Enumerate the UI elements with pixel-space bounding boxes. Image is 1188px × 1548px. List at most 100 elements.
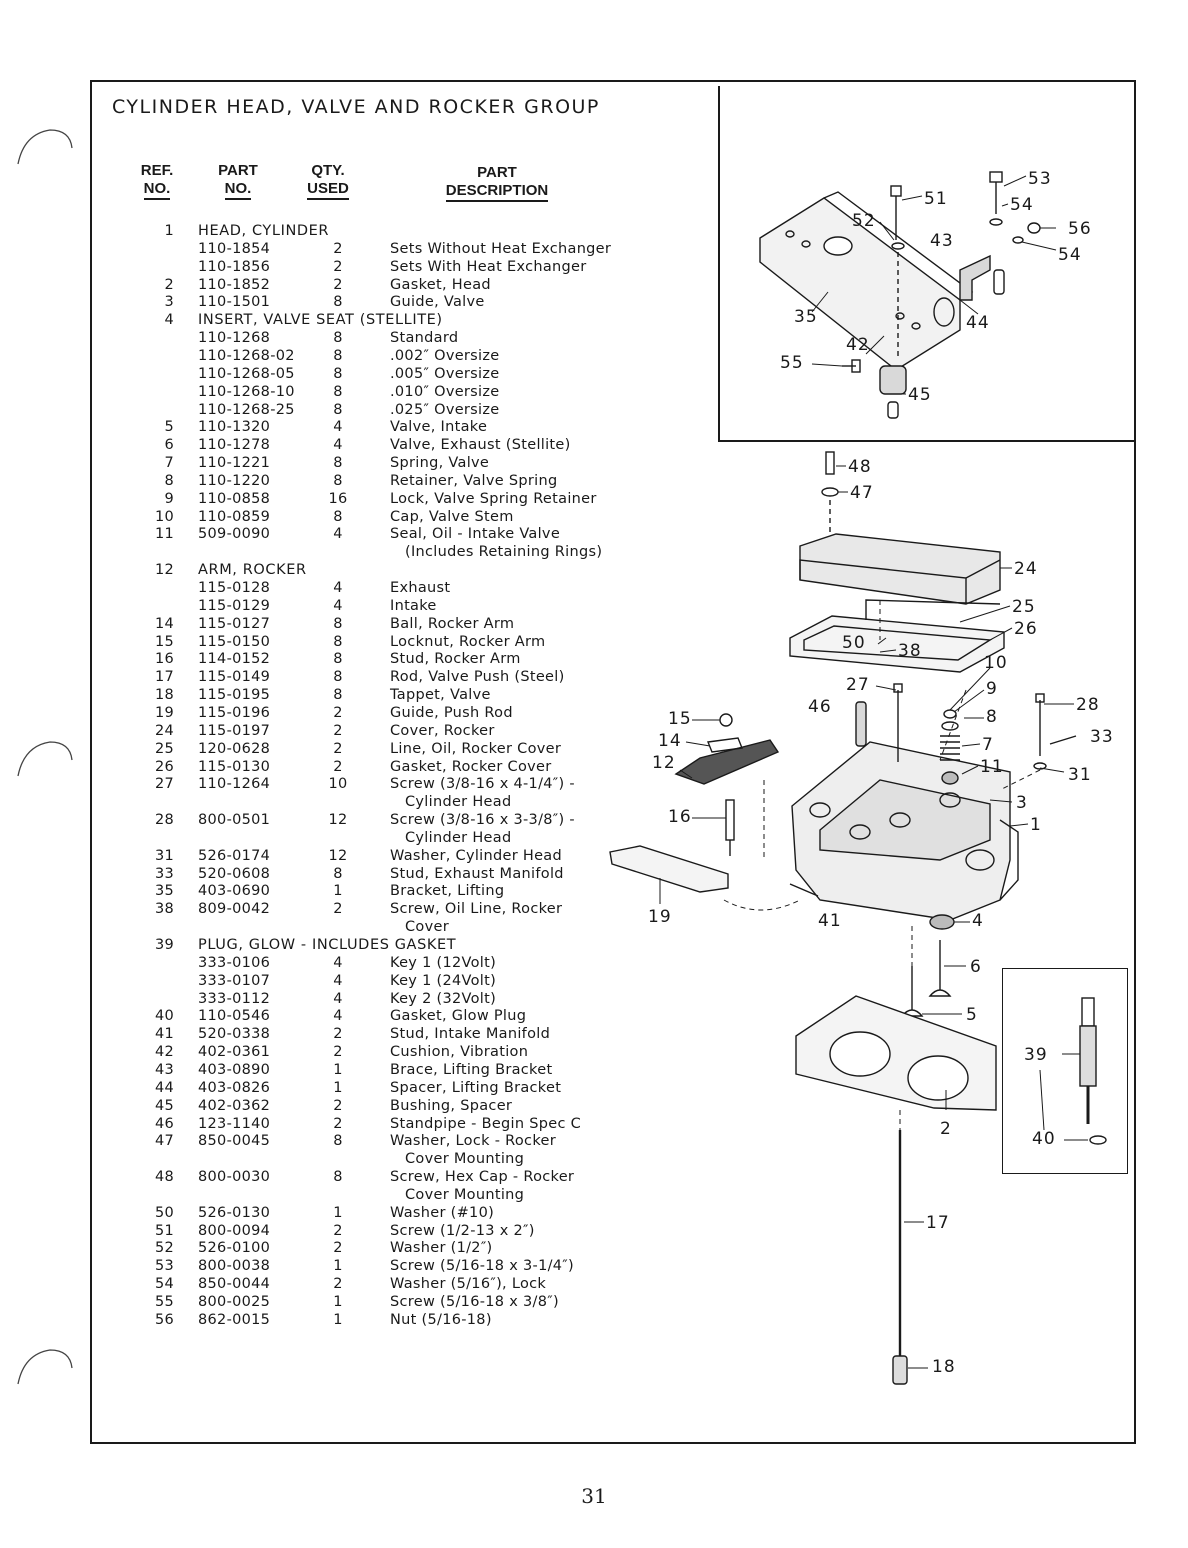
quantity-used: 8 <box>333 347 343 364</box>
ref-number: 42 <box>154 1044 174 1061</box>
part-number: 110-1220 <box>198 472 271 489</box>
callout-10: 10 <box>984 653 1008 673</box>
quantity-used: 8 <box>333 865 343 882</box>
part-description: Bracket, Lifting <box>390 883 505 900</box>
part-description: Rod, Valve Push (Steel) <box>390 669 565 686</box>
part-number: 115-0128 <box>198 580 271 596</box>
ref-number: 44 <box>154 1079 174 1096</box>
part-description: Washer (5/16″), Lock <box>390 1276 547 1293</box>
callout-27: 27 <box>846 675 870 695</box>
part-number: 800-0025 <box>198 1294 271 1310</box>
part-description: Screw (5/16-18 x 3-1/4″) <box>390 1258 574 1275</box>
quantity-used: 1 <box>333 883 343 900</box>
part-description: Guide, Valve <box>390 294 485 311</box>
quantity-used: 2 <box>333 1276 343 1293</box>
ref-number: 19 <box>154 704 174 721</box>
part-number: 110-0858 <box>198 490 271 507</box>
part-number: 520-0608 <box>198 865 271 882</box>
callout-40: 40 <box>1032 1129 1056 1149</box>
callout-18: 18 <box>932 1357 956 1377</box>
quantity-used: 8 <box>333 365 343 382</box>
part-number: 800-0094 <box>198 1222 271 1239</box>
ref-number: 7 <box>164 455 174 472</box>
quantity-used: 8 <box>333 615 343 632</box>
quantity-used: 2 <box>333 1044 343 1061</box>
ref-number: 31 <box>154 847 174 864</box>
part-description: Sets With Heat Exchanger <box>390 258 587 275</box>
callout-5: 5 <box>966 1005 978 1025</box>
part-description: Tappet, Valve <box>390 687 491 704</box>
quantity-used: 10 <box>328 776 348 793</box>
callout-35: 35 <box>794 307 818 327</box>
callout-9: 9 <box>986 679 998 699</box>
quantity-used: 4 <box>333 437 343 454</box>
quantity-used: 2 <box>333 1222 343 1239</box>
quantity-used: 8 <box>333 330 343 347</box>
ref-number: 8 <box>164 472 174 489</box>
part-description: Gasket, Head <box>390 276 491 293</box>
callout-3: 3 <box>1016 793 1028 813</box>
part-description: Bushing, Spacer <box>390 1097 513 1114</box>
callout-54: 54 <box>1058 245 1082 265</box>
ref-number: 15 <box>154 633 174 650</box>
part-number: 123-1140 <box>198 1115 271 1132</box>
callout-52: 52 <box>852 211 876 231</box>
part-description: Screw (5/16-18 x 3/8″) <box>390 1294 559 1310</box>
quantity-used: 8 <box>333 508 343 525</box>
ref-number: 55 <box>154 1294 174 1310</box>
part-description: Valve, Exhaust (Stellite) <box>390 437 571 454</box>
ref-number: 50 <box>154 1204 174 1221</box>
callout-44: 44 <box>966 313 990 333</box>
part-description: Gasket, Rocker Cover <box>390 758 552 775</box>
callout-19: 19 <box>648 907 672 927</box>
part-number: 333-0106 <box>198 954 271 971</box>
part-description: Cover <box>405 919 449 936</box>
callout-43: 43 <box>930 231 954 251</box>
ref-number: 12 <box>154 562 174 579</box>
part-description: Stud, Rocker Arm <box>390 651 521 668</box>
ref-number: 6 <box>164 437 174 454</box>
callout-28: 28 <box>1076 695 1100 715</box>
quantity-used: 8 <box>333 669 343 686</box>
header-ref-no: REF.NO. <box>132 162 182 200</box>
part-description: .010″ Oversize <box>390 383 500 400</box>
part-number: 110-1278 <box>198 437 271 454</box>
callout-50: 50 <box>842 633 866 653</box>
quantity-used: 8 <box>333 294 343 311</box>
part-number: 333-0112 <box>198 990 271 1007</box>
part-number: 110-1856 <box>198 258 271 275</box>
part-number: 862-0015 <box>198 1311 271 1328</box>
part-description: Locknut, Rocker Arm <box>390 633 546 650</box>
quantity-used: 1 <box>333 1061 343 1078</box>
callout-17: 17 <box>926 1213 950 1233</box>
quantity-used: 4 <box>333 990 343 1007</box>
part-number: 402-0361 <box>198 1044 271 1061</box>
ref-number: 25 <box>154 740 174 757</box>
ref-number: 4 <box>164 312 174 329</box>
quantity-used: 2 <box>333 240 343 257</box>
part-number: 110-1268-05 <box>198 365 295 382</box>
punch-hole-mark <box>17 1349 73 1385</box>
ref-number: 43 <box>154 1061 174 1078</box>
callout-14: 14 <box>658 731 682 751</box>
callout-45: 45 <box>908 385 932 405</box>
callout-33: 33 <box>1090 727 1114 747</box>
ref-number: 1 <box>164 223 174 239</box>
part-number: 110-1268-25 <box>198 401 295 418</box>
punch-hole-mark <box>17 129 73 165</box>
part-description: Screw (3/8-16 x 4-1/4″) - <box>390 776 575 793</box>
part-description: Cover Mounting <box>405 1186 525 1203</box>
callout-48: 48 <box>848 457 872 477</box>
part-number: 115-0130 <box>198 758 271 775</box>
punch-hole-mark <box>17 741 73 777</box>
ref-number: 27 <box>154 776 174 793</box>
quantity-used: 4 <box>333 580 343 596</box>
ref-number: 48 <box>154 1169 174 1186</box>
quantity-used: 2 <box>333 704 343 721</box>
group-heading: INSERT, VALVE SEAT (STELLITE) <box>198 312 443 329</box>
ref-number: 18 <box>154 687 174 704</box>
quantity-used: 8 <box>333 687 343 704</box>
callout-38: 38 <box>898 641 922 661</box>
callout-31: 31 <box>1068 765 1092 785</box>
